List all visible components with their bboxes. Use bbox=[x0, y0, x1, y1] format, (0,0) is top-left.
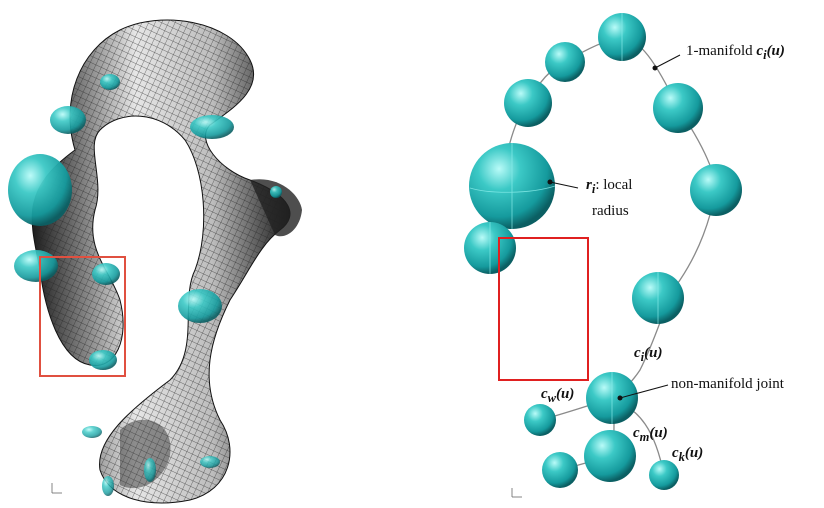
ci-var: c bbox=[634, 345, 641, 361]
radius-text2: radius bbox=[592, 203, 629, 219]
ck-var: c bbox=[672, 445, 679, 461]
cw-label: cw(u) bbox=[541, 387, 574, 405]
cw-arg: (u) bbox=[556, 386, 574, 402]
left-axis-triad bbox=[52, 483, 62, 493]
manifold-prefix: 1-manifold bbox=[686, 43, 753, 59]
manifold-label: 1-manifold ci(u) bbox=[686, 44, 785, 62]
ck-arg: (u) bbox=[685, 445, 703, 461]
right-axis-triad bbox=[512, 488, 522, 497]
cw-var: c bbox=[541, 386, 548, 402]
cm-arg: (u) bbox=[649, 425, 667, 441]
cm-var: c bbox=[633, 425, 640, 441]
joint-label: non-manifold joint bbox=[671, 377, 784, 392]
cm-label: cm(u) bbox=[633, 426, 668, 444]
skeleton-spheres bbox=[464, 13, 742, 490]
radius-label: ri: local bbox=[586, 178, 632, 196]
radius-text1: : local bbox=[595, 177, 632, 193]
ck-label: ck(u) bbox=[672, 446, 703, 464]
cm-sub: m bbox=[640, 430, 650, 444]
radius-label-line2: radius bbox=[592, 204, 629, 219]
cw-sub: w bbox=[548, 391, 556, 405]
ci-label: ci(u) bbox=[634, 346, 663, 364]
ci-arg: (u) bbox=[644, 345, 662, 361]
joint-text: non-manifold joint bbox=[671, 376, 784, 392]
manifold-arg: (u) bbox=[767, 43, 785, 59]
